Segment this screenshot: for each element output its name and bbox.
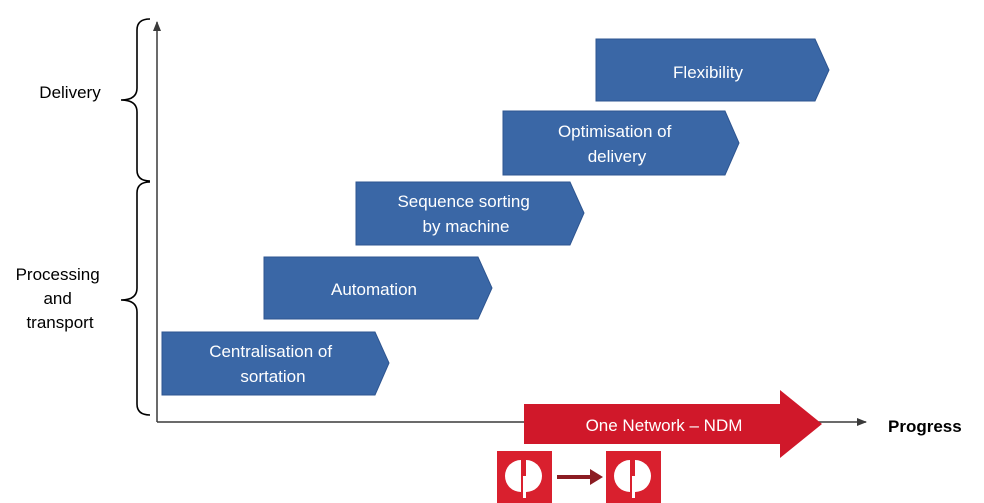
delivery-brace (120, 18, 151, 182)
svg-text:Automation: Automation (331, 280, 417, 299)
australia-post-logo-icon (497, 451, 552, 503)
one-network-banner: One Network – NDM (524, 390, 822, 458)
svg-text:Flexibility: Flexibility (673, 63, 743, 82)
step-optimisation: Optimisation of delivery (502, 110, 740, 176)
category-delivery-label: Delivery (39, 83, 101, 102)
svg-text:Centralisation of sorta: Centralisation of sortation (209, 342, 337, 386)
banner-label: One Network – NDM (586, 416, 743, 435)
step-automation: Automation (263, 256, 493, 320)
svg-text:Sequence sorting by mach: Sequence sorting by machine (397, 192, 534, 236)
step-flexibility: Flexibility (595, 38, 830, 102)
transition-arrow-icon (557, 469, 603, 485)
processing-brace (120, 181, 151, 416)
category-processing-label: Processing and transport (16, 265, 105, 332)
svg-text:Optimisation of delivery: Optimisation of delivery (558, 122, 676, 166)
step-sequence-sorting: Sequence sorting by machine (355, 181, 585, 246)
australia-post-logo-icon (606, 451, 661, 503)
x-axis-label: Progress (888, 417, 962, 436)
step-centralisation: Centralisation of sortation (161, 331, 390, 396)
